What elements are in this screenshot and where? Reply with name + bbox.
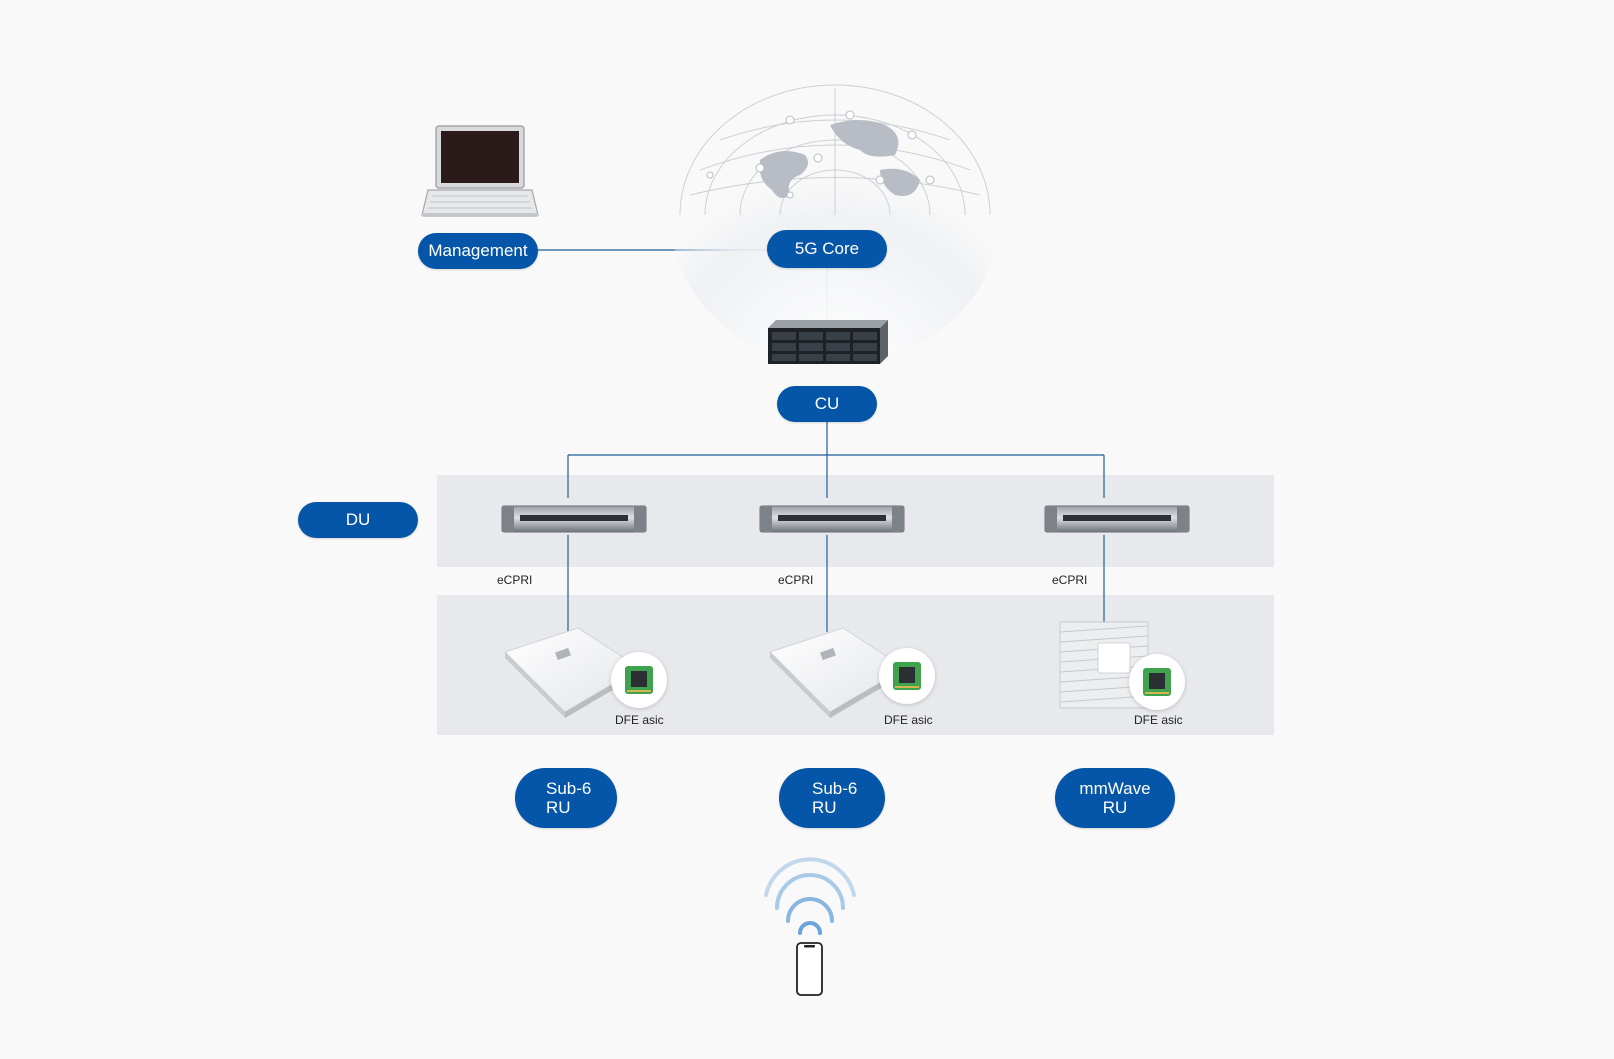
smartphone-icon [796,942,823,996]
ru-node-label-line2: RU [812,798,837,817]
du-server-icon-2 [759,505,905,533]
ru-node-sub6-2[interactable]: Sub-6 RU [779,768,885,828]
ru-node-sub6-1[interactable]: Sub-6 RU [515,768,617,828]
dfe-label-1: DFE asic [615,713,664,727]
connector-lines [536,249,1105,632]
globe-icon [670,65,1000,365]
dfe-label-3: DFE asic [1134,713,1183,727]
management-node[interactable]: Management [418,233,538,269]
dfe-chip-circle-1 [611,652,667,708]
cu-server-icon [768,320,888,364]
ru-node-label-line1: Sub-6 [812,779,858,798]
ecpri-label-2: eCPRI [778,573,814,587]
ecpri-label-3: eCPRI [1052,573,1088,587]
dfe-chip-circle-3 [1129,654,1185,710]
ru-node-mmwave[interactable]: mmWave RU [1055,768,1175,828]
dfe-label-2: DFE asic [884,713,933,727]
laptop-icon [421,125,539,217]
ru-node-label-line1: Sub-6 [546,779,592,798]
ru-node-label-line2: RU [546,798,571,817]
ru-node-label-line1: mmWave [1079,779,1151,798]
du-node[interactable]: DU [298,502,418,538]
du-server-icon-3 [1044,505,1190,533]
wifi-signal-icon [764,857,856,935]
core-node[interactable]: 5G Core [767,230,887,268]
du-server-icon-1 [501,505,647,533]
dfe-chip-circle-2 [879,648,935,704]
ecpri-label-1: eCPRI [497,573,533,587]
ru-node-label-line2: RU [1102,798,1128,817]
cu-node[interactable]: CU [777,386,877,422]
